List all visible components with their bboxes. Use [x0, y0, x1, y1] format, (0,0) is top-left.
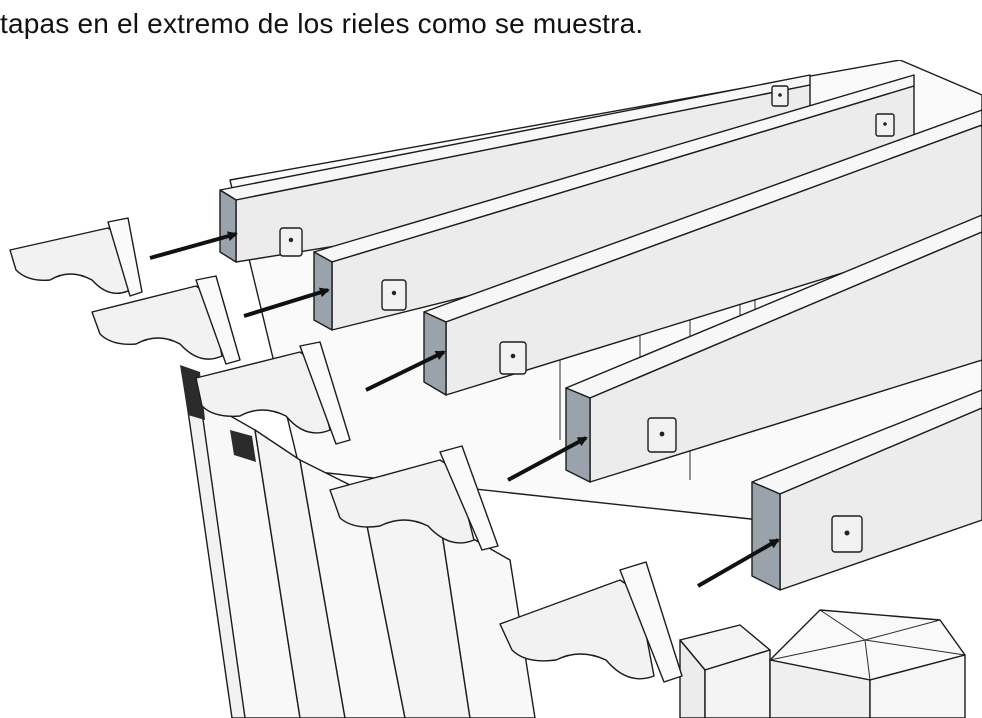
end-cap-3 [195, 341, 351, 445]
post-caps [679, 609, 966, 718]
arrow-5 [697, 538, 780, 588]
rail-3 [423, 109, 982, 396]
insertion-arrows [149, 231, 780, 588]
fence-boards [184, 389, 536, 718]
end-cap-5 [499, 561, 683, 683]
arrow-4 [507, 436, 588, 482]
arrow-1 [149, 231, 238, 260]
rail-5 [751, 389, 982, 591]
rail-2 [313, 74, 915, 331]
end-cap-4 [329, 445, 499, 551]
rail-4 [565, 214, 982, 483]
end-cap-2 [91, 275, 241, 365]
instruction-caption: tapas en el extremo de los rieles como s… [0, 8, 644, 39]
end-cap-1 [9, 217, 143, 297]
rail-end-cap-illustration [9, 60, 982, 718]
arrow-3 [365, 350, 446, 392]
arrow-2 [243, 287, 330, 318]
rail-1 [219, 74, 811, 263]
